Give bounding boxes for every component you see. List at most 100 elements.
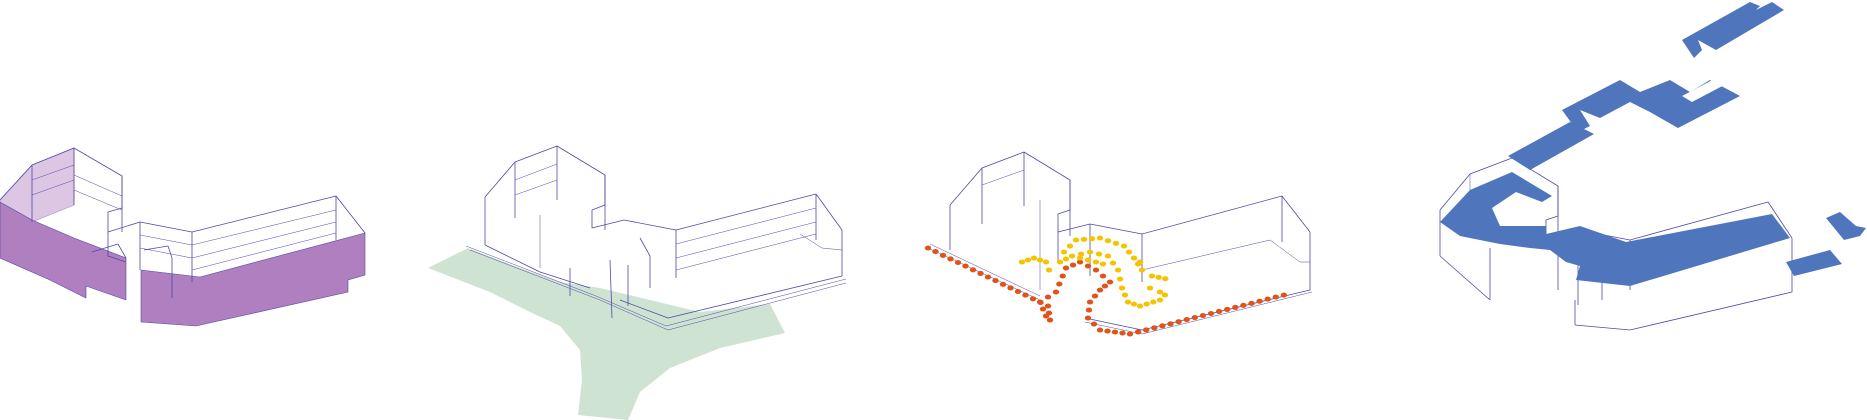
path-dot-orange xyxy=(1022,292,1029,298)
path-dot-orange xyxy=(1167,321,1174,327)
path-dot-yellow xyxy=(1124,299,1132,305)
path-dot-yellow xyxy=(1072,237,1080,243)
roof-upper-slab-a xyxy=(1508,122,1594,170)
panel-circulation-diagram xyxy=(924,151,1313,337)
path-dot-orange xyxy=(1084,263,1092,269)
path-dot-yellow xyxy=(1060,249,1068,255)
path-dot-yellow xyxy=(1104,253,1112,259)
path-dot-orange xyxy=(1143,327,1150,333)
roof-right-fragment xyxy=(1826,212,1866,240)
path-dot-yellow xyxy=(1136,303,1144,309)
panel-roofs-diagram xyxy=(1439,2,1866,331)
path-dot-orange xyxy=(1042,313,1050,319)
path-dot-orange xyxy=(1134,329,1142,335)
path-dot-orange xyxy=(1059,273,1066,279)
path-dot-yellow xyxy=(1156,297,1164,303)
path-dot-yellow xyxy=(1076,255,1084,261)
path-dot-yellow xyxy=(1150,299,1157,305)
panel-facades-diagram xyxy=(0,147,366,327)
path-dot-orange xyxy=(1069,262,1077,268)
path-dot-orange xyxy=(1111,329,1119,335)
path-dot-orange xyxy=(939,252,947,258)
path-dot-yellow xyxy=(1143,301,1150,307)
path-dot-yellow xyxy=(1121,292,1129,298)
path-dot-orange xyxy=(1248,300,1255,306)
path-dot-yellow xyxy=(1024,257,1032,263)
path-dot-orange xyxy=(1207,310,1215,317)
path-dot-yellow xyxy=(1118,285,1126,291)
path-dot-yellow xyxy=(1056,259,1064,265)
facades-wireframe xyxy=(0,147,366,298)
path-dot-yellow xyxy=(1086,249,1094,255)
path-dot-orange xyxy=(1191,315,1199,321)
path-dot-orange xyxy=(984,274,992,280)
path-dot-orange xyxy=(1046,317,1054,323)
path-dot-orange xyxy=(954,259,962,266)
path-dot-yellow xyxy=(1095,251,1103,257)
path-dot-orange xyxy=(1106,279,1114,285)
path-dot-orange xyxy=(1119,330,1126,336)
path-dot-orange xyxy=(1104,328,1111,334)
path-dot-orange xyxy=(1039,306,1047,312)
path-dot-yellow xyxy=(1030,255,1038,261)
path-dot-orange xyxy=(1084,315,1092,321)
path-dot-orange xyxy=(1096,287,1104,293)
path-dot-orange xyxy=(1159,323,1166,329)
path-dot-yellow xyxy=(1092,259,1100,265)
path-dot-yellow xyxy=(1036,257,1044,263)
path-dot-yellow xyxy=(1077,251,1085,257)
path-dot-orange xyxy=(999,281,1007,287)
path-dot-orange xyxy=(1036,299,1044,305)
path-dot-orange xyxy=(1256,298,1263,304)
path-dot-yellow xyxy=(1068,253,1076,259)
path-dot-orange xyxy=(992,278,999,284)
path-dot-orange xyxy=(1029,296,1037,302)
path-dot-orange xyxy=(1240,302,1247,308)
path-dot-yellow xyxy=(1146,285,1154,291)
path-dot-yellow xyxy=(1130,255,1138,261)
path-dot-yellow xyxy=(1148,273,1156,279)
path-dot-orange xyxy=(1151,325,1158,331)
path-dot-yellow xyxy=(1109,260,1117,266)
path-dot-yellow xyxy=(1138,267,1146,273)
path-dot-orange xyxy=(947,256,954,262)
roof-upper-slab-c xyxy=(1682,76,1730,102)
path-dot-orange xyxy=(1085,307,1093,313)
path-dot-orange xyxy=(1264,296,1271,302)
path-dot-orange xyxy=(1007,285,1014,291)
path-dot-orange xyxy=(1044,294,1052,300)
path-dot-orange xyxy=(924,245,932,251)
path-dot-yellow xyxy=(1084,257,1092,263)
path-dot-yellow xyxy=(1045,267,1053,273)
path-dot-yellow xyxy=(1120,243,1128,249)
path-dot-orange xyxy=(1052,289,1060,295)
path-dot-yellow xyxy=(1062,256,1070,262)
path-dot-yellow xyxy=(1162,276,1169,282)
facade-band-left xyxy=(0,201,127,301)
path-dot-yellow xyxy=(1099,261,1107,267)
circulation-wireframe xyxy=(927,151,1313,335)
path-dot-orange xyxy=(1183,317,1190,323)
path-dot-orange xyxy=(1096,327,1104,333)
path-dot-orange xyxy=(1280,292,1288,298)
ground-plane xyxy=(428,248,785,420)
circulation-path-orange xyxy=(924,245,1288,337)
path-dot-yellow xyxy=(1130,301,1138,307)
path-dot-orange xyxy=(1175,319,1182,325)
path-dot-yellow xyxy=(1066,243,1074,249)
ground-wireframe xyxy=(465,145,847,331)
path-dot-yellow xyxy=(1096,235,1104,241)
path-dot-orange xyxy=(969,267,977,273)
facade-band-right xyxy=(140,232,366,327)
path-dot-orange xyxy=(1224,306,1231,312)
path-dot-yellow xyxy=(1114,267,1122,273)
path-dot-orange xyxy=(1086,299,1094,305)
roof-main-block xyxy=(1440,172,1790,286)
path-dot-yellow xyxy=(1161,292,1169,298)
circulation-path-yellow xyxy=(1018,235,1169,309)
path-dot-orange xyxy=(1126,331,1134,337)
path-dot-orange xyxy=(977,270,984,276)
path-dot-yellow xyxy=(1125,249,1133,255)
path-dot-yellow xyxy=(1155,274,1162,280)
